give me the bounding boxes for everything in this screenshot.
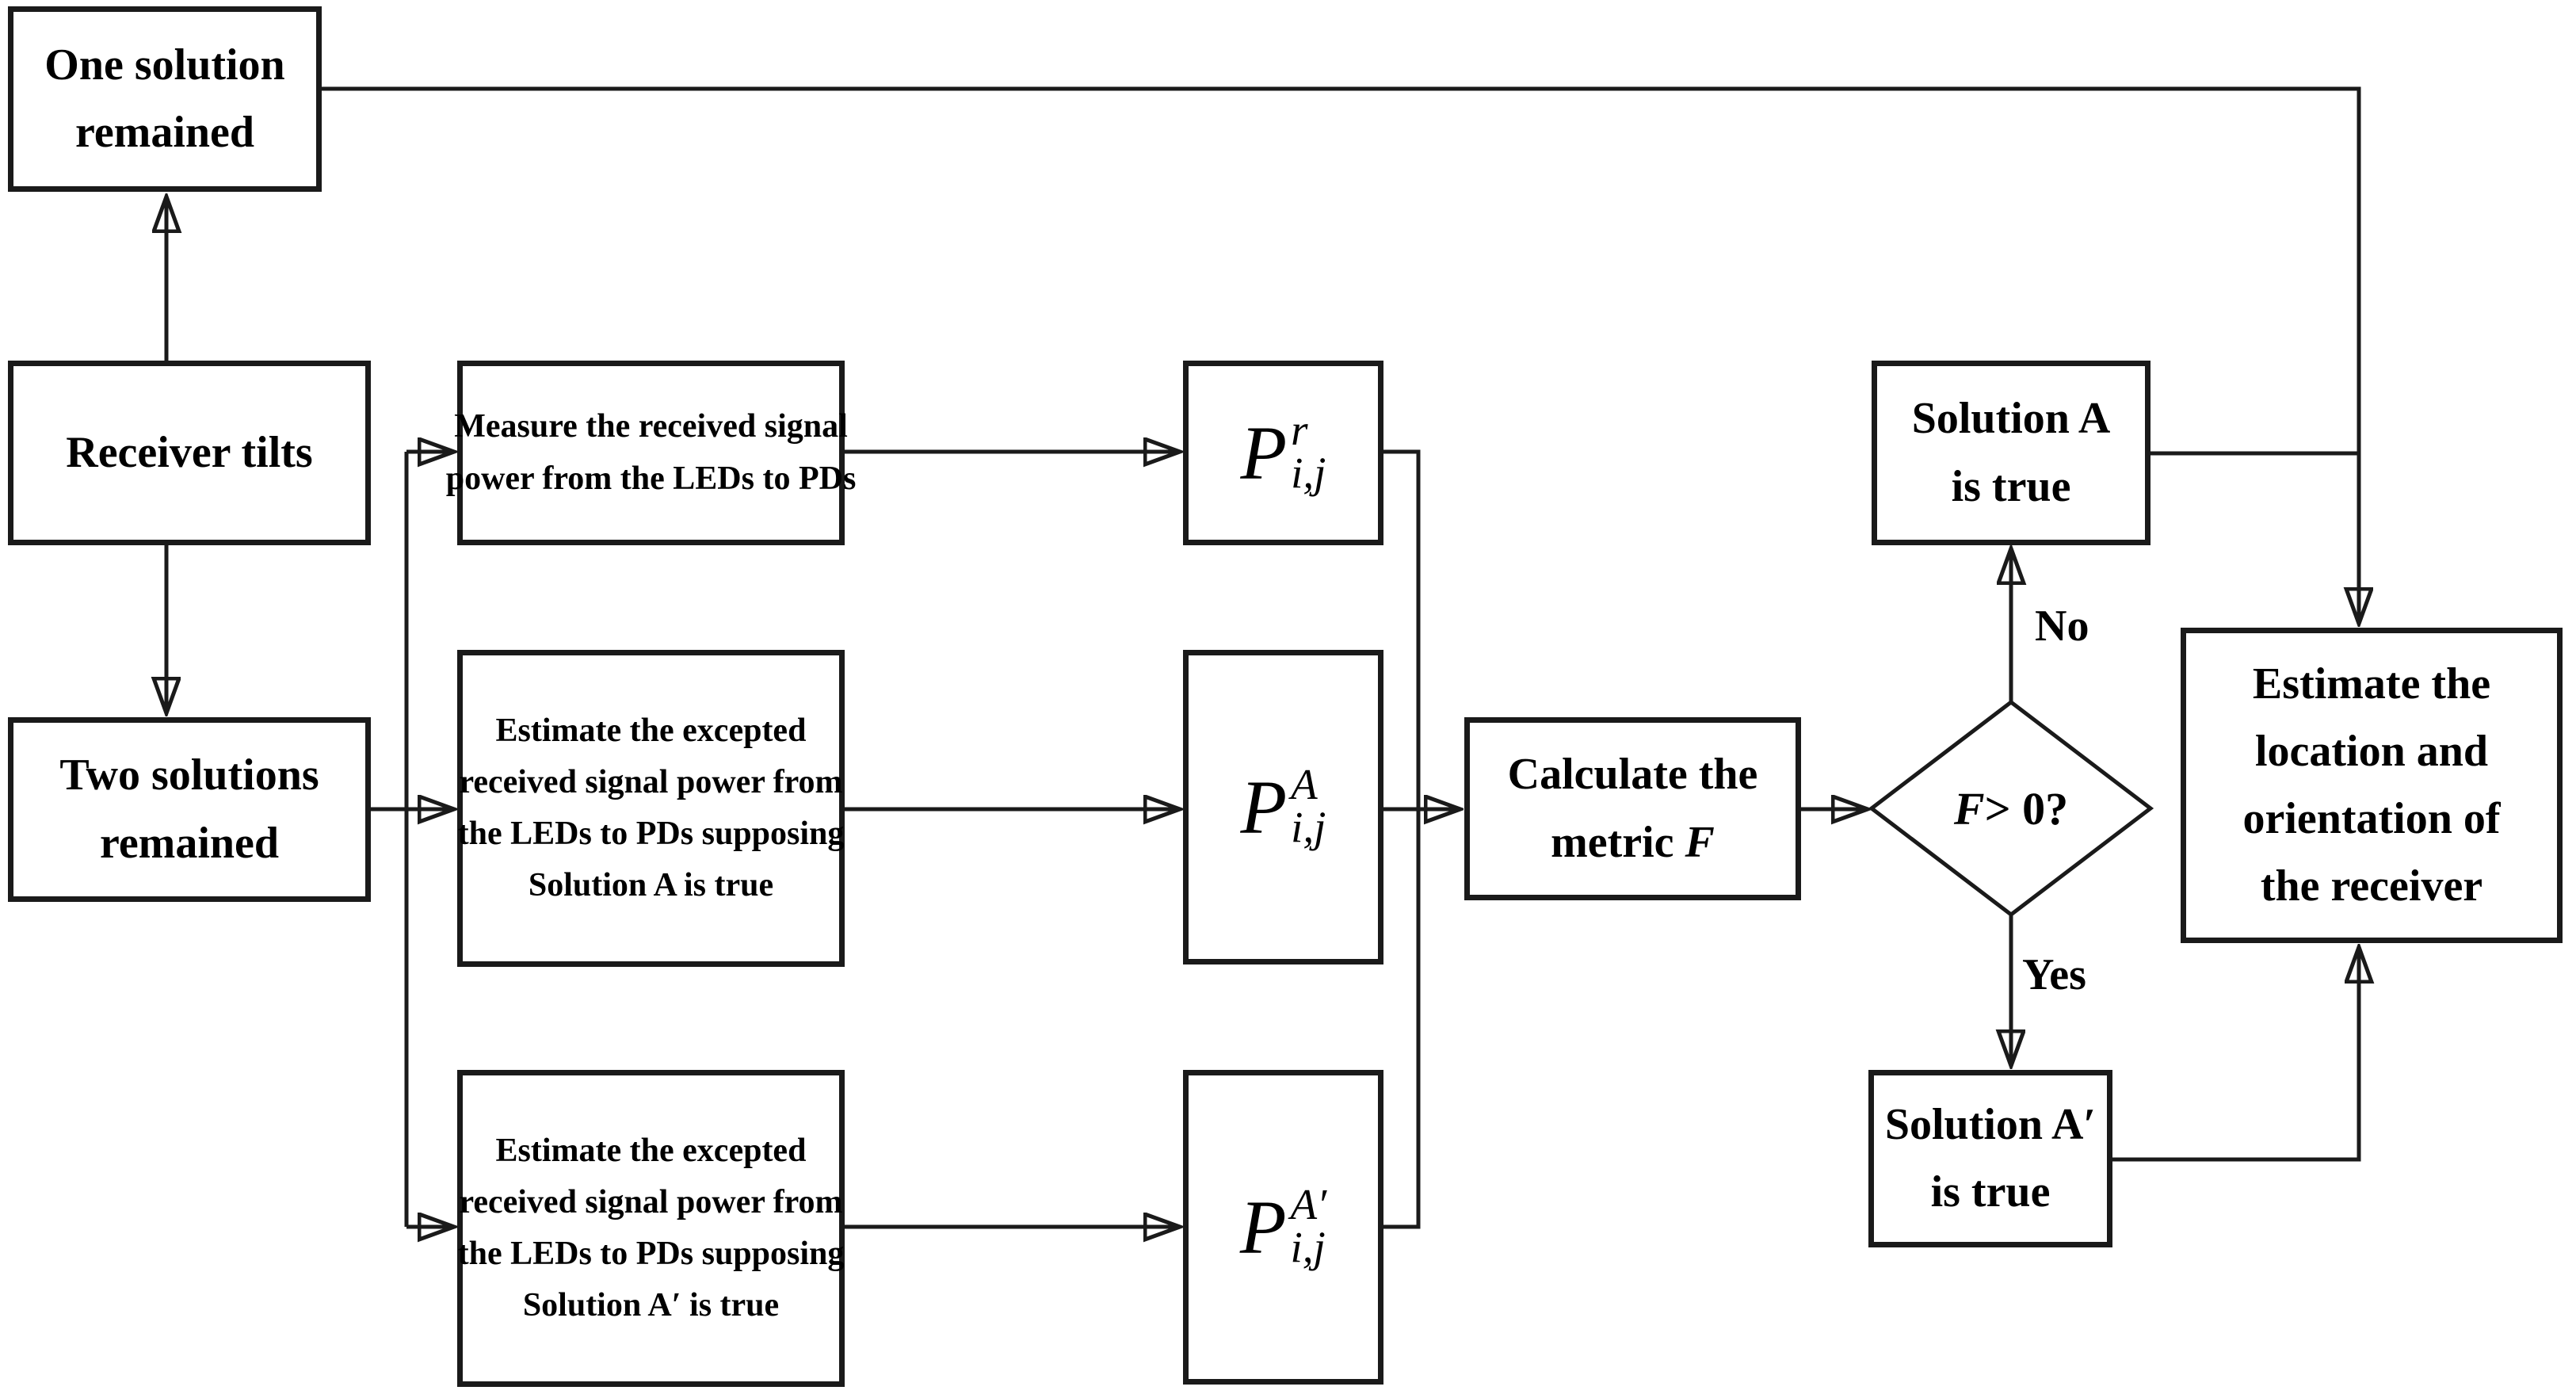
line-one-solution-to-estimate xyxy=(322,86,2359,622)
decision-label: F > 0? xyxy=(1872,702,2150,915)
node-estimate-location-orientation: Estimate the location and orientation of… xyxy=(2181,628,2563,943)
formula-subscript: i,j xyxy=(1291,802,1326,851)
node-text-line: Estimate the excepted xyxy=(495,1132,807,1169)
formula-scripts: A i,j xyxy=(1291,759,1326,851)
metric-label: metric xyxy=(1551,817,1685,867)
node-text-line: is true xyxy=(1930,1167,2051,1217)
node-text-line: Calculate the xyxy=(1507,750,1758,800)
node-solution-a-true: Solution A is true xyxy=(1872,361,2150,545)
node-receiver-tilts: Receiver tilts xyxy=(8,361,371,545)
formula-subscript: i,j xyxy=(1290,1222,1326,1271)
node-text-line: Receiver tilts xyxy=(66,427,313,477)
node-text-line: received signal power from xyxy=(459,763,843,800)
formula-scripts: r i,j xyxy=(1291,405,1326,497)
node-text-line: the LEDs to PDs supposing xyxy=(457,816,845,852)
node-one-solution-remained: One solution remained xyxy=(8,6,322,192)
node-p-a-symbol: P A i,j xyxy=(1183,650,1383,964)
node-text-line: Solution A is true xyxy=(528,867,774,904)
node-text-line: is true xyxy=(1951,461,2071,511)
node-text-line: remained xyxy=(74,108,255,157)
formula-scripts: A′ i,j xyxy=(1290,1179,1327,1271)
edge-label-yes: Yes xyxy=(2022,950,2086,999)
node-text-line: Estimate the excepted xyxy=(495,712,807,749)
line-p-a-prime-merge xyxy=(1383,809,1421,1229)
formula-superscript: A xyxy=(1291,759,1318,808)
formula-base: P xyxy=(1240,411,1288,495)
node-text-line: Measure the received signal xyxy=(454,408,848,445)
formula-superscript: r xyxy=(1291,405,1308,454)
formula-base: P xyxy=(1239,1185,1287,1270)
node-text-line: Solution A′ is true xyxy=(522,1287,780,1324)
node-text-line: the receiver xyxy=(2260,861,2483,911)
node-text-line: location and xyxy=(2254,726,2489,776)
decision-variable: F xyxy=(1953,782,1985,835)
node-two-solutions-remained: Two solutions remained xyxy=(8,717,371,902)
formula-superscript: A′ xyxy=(1290,1179,1327,1228)
node-p-a-prime-symbol: P A′ i,j xyxy=(1183,1070,1383,1385)
node-text-line: remained xyxy=(99,818,280,868)
node-text-line: metric F xyxy=(1551,809,1715,877)
node-measure-received-power: Measure the received signal power from t… xyxy=(446,361,856,545)
node-text-line: Solution A′ xyxy=(1884,1099,2097,1149)
line-p-r-merge xyxy=(1383,449,1421,809)
node-text-line: received signal power from xyxy=(459,1183,843,1220)
node-text-line: Estimate the xyxy=(2252,659,2491,709)
node-text-line: the LEDs to PDs supposing xyxy=(457,1236,845,1272)
node-text-line: Solution A xyxy=(1911,394,2111,444)
node-text-line: orientation of xyxy=(2242,794,2501,843)
node-text-line: Two solutions xyxy=(59,751,319,800)
metric-variable: F xyxy=(1685,817,1715,867)
node-estimate-power-solution-a-prime: Estimate the excepted received signal po… xyxy=(457,1070,845,1387)
node-text-line: One solution xyxy=(44,40,285,90)
node-calculate-metric: Calculate the metric F xyxy=(1464,717,1801,900)
formula-subscript: i,j xyxy=(1291,448,1326,497)
decision-condition: > 0? xyxy=(1984,782,2069,835)
node-solution-a-prime-true: Solution A′ is true xyxy=(1868,1070,2112,1247)
decision-diamond xyxy=(1868,699,2154,918)
line-solution-a-prime-to-estimate xyxy=(2112,949,2359,1162)
node-p-r-symbol: P r i,j xyxy=(1183,361,1383,545)
formula-base: P xyxy=(1240,765,1288,850)
node-estimate-power-solution-a: Estimate the excepted received signal po… xyxy=(457,650,845,967)
node-text-line: power from the LEDs to PDs xyxy=(445,460,857,497)
edge-label-no: No xyxy=(2035,602,2089,651)
